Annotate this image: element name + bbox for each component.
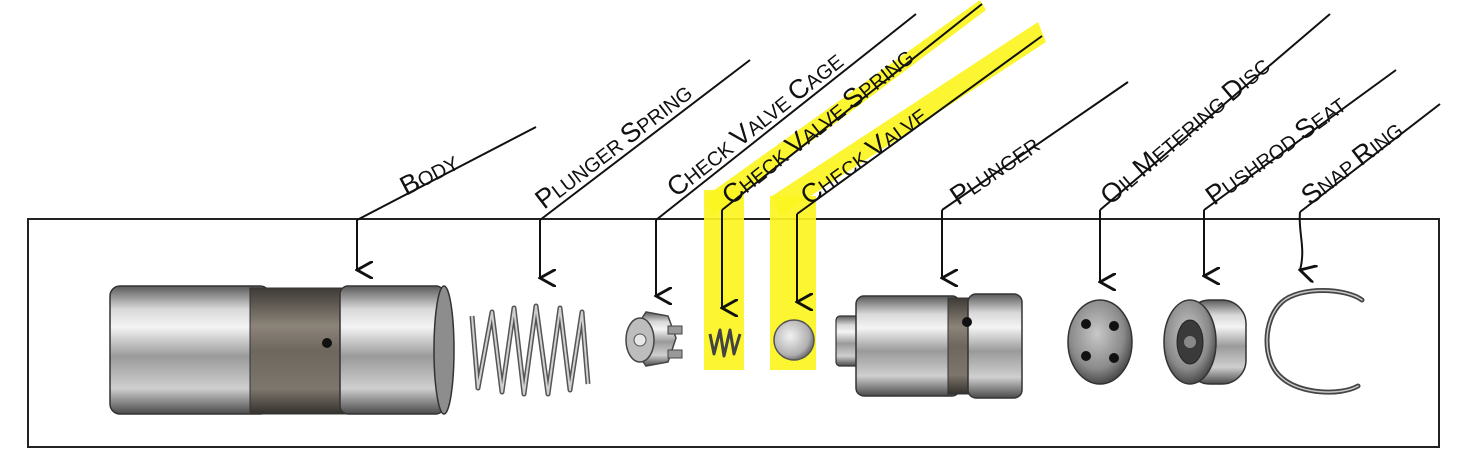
labels: BODY PLUNGER SPRING CHECK VALVE CAGE CHE… <box>395 41 1408 215</box>
leader-lines <box>357 4 1440 220</box>
snap-ring-part-image <box>1267 291 1362 393</box>
oil-metering-disc-part-image <box>1068 300 1132 384</box>
pushrod-seat-part-image <box>1164 300 1246 384</box>
body-part-image <box>110 286 454 414</box>
check-valve-part-image <box>774 320 814 360</box>
label-body: BODY <box>395 146 463 201</box>
label-plunger: PLUNGER <box>944 129 1045 211</box>
plunger-part-image <box>836 294 1022 398</box>
arrows <box>357 210 1302 308</box>
snap-ring-arrow <box>1300 212 1303 270</box>
check-valve-cage-part-image <box>626 312 682 366</box>
plunger-spring-part-image <box>472 306 588 394</box>
